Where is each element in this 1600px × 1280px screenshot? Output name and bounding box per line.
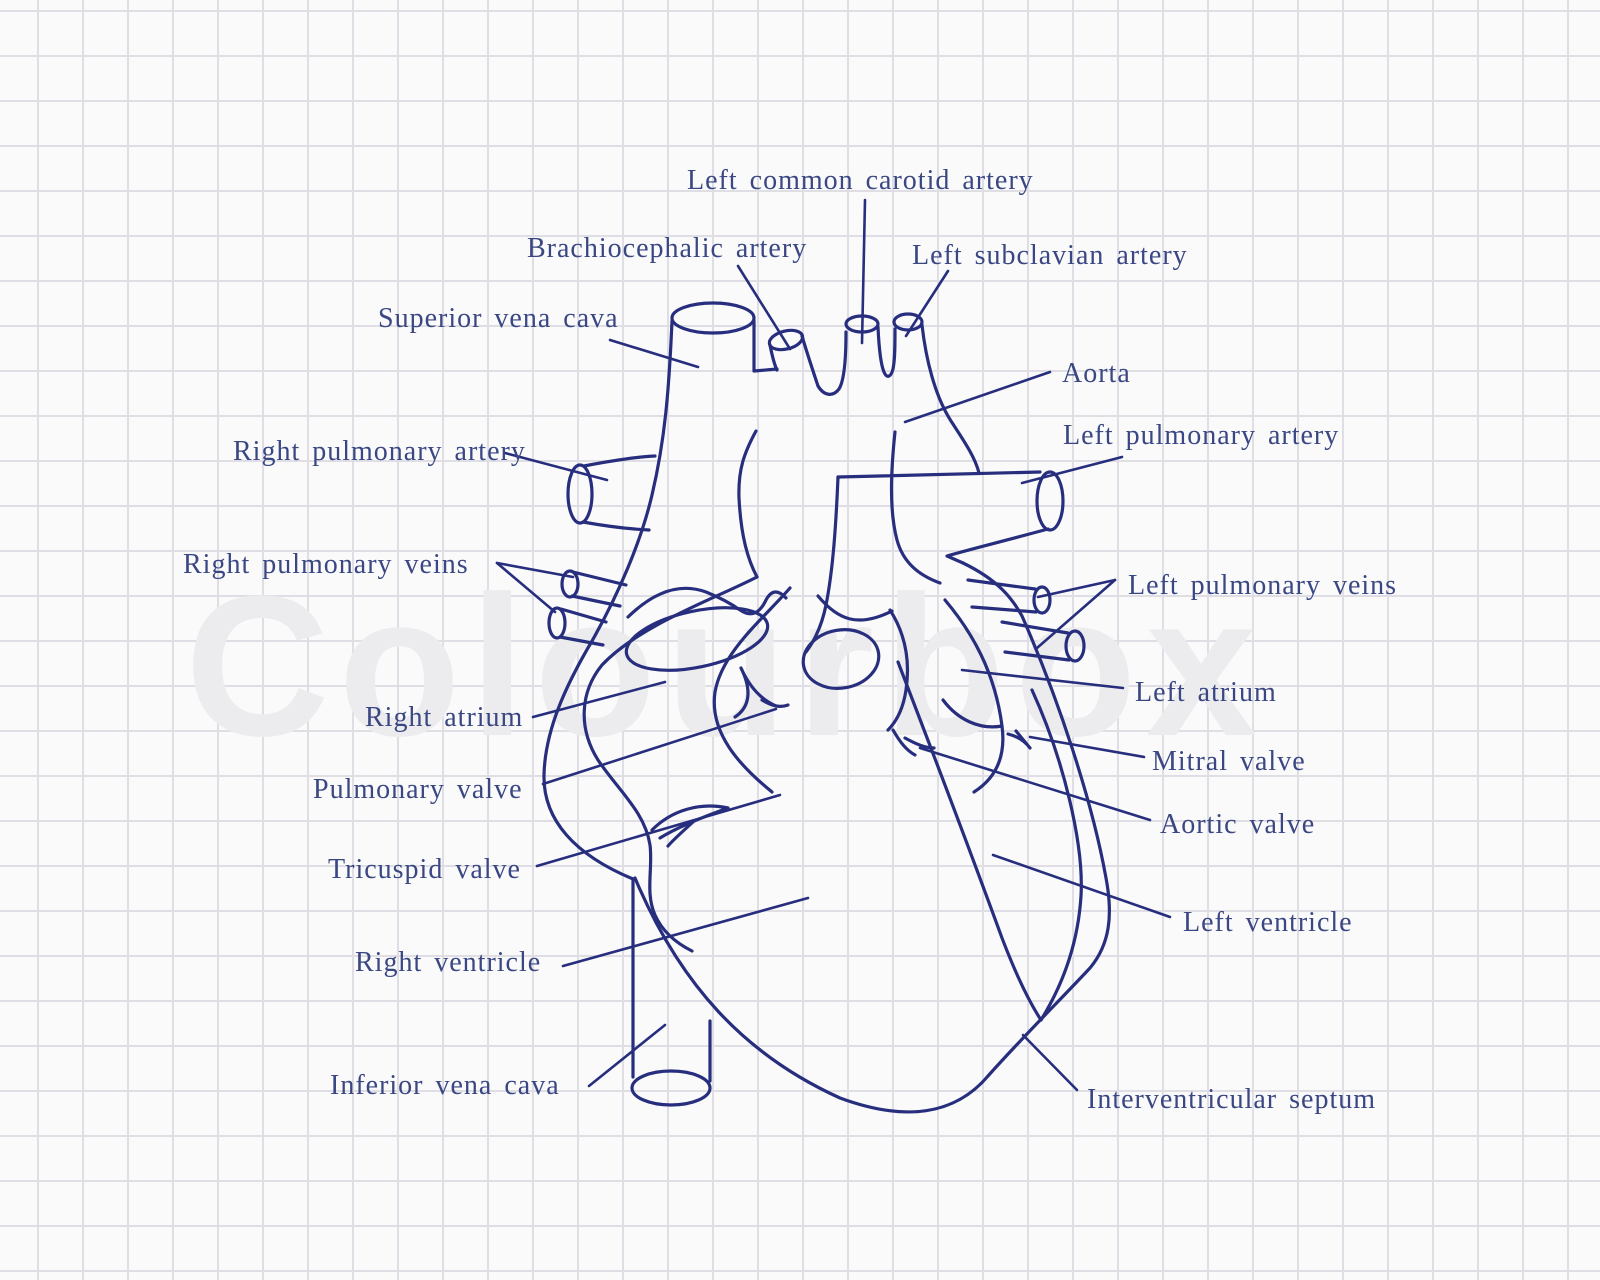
leader-right-atrium: [531, 680, 667, 719]
aortic-arch-outer-wall: [920, 323, 981, 475]
brachiocephalic-left-wall: [768, 343, 779, 372]
leader-lines: [495, 198, 1172, 1092]
label-left-pulmonary-artery: Left pulmonary artery: [1063, 420, 1339, 451]
svc-right-wall: [752, 319, 779, 373]
lpv-upper-walls: [966, 578, 1038, 614]
label-left-subclavian-artery: Left subclavian artery: [912, 240, 1188, 271]
pulmonary-valve-leaflets: [733, 666, 790, 719]
rpa-bottom-wall: [581, 520, 651, 532]
label-left-atrium: Left atrium: [1135, 677, 1277, 708]
labels: Left common carotid artery Brachiocephal…: [183, 165, 1397, 1115]
left-atrium-arc: [816, 594, 894, 622]
svc-left-wall: [590, 319, 674, 643]
watermark-text: Colourbox: [185, 555, 1266, 778]
label-pulmonary-valve: Pulmonary valve: [313, 774, 523, 805]
rpv-lower-ellipse: [547, 606, 567, 640]
aortic-valve-leaflets: [891, 728, 936, 757]
label-superior-vena-cava: Superior vena cava: [378, 303, 619, 334]
lpv-lower-ellipse: [1064, 629, 1086, 663]
rpv-upper-ellipse: [560, 569, 580, 599]
leader-superior-vena-cava: [608, 338, 700, 369]
label-left-pulmonary-veins: Left pulmonary veins: [1128, 570, 1397, 601]
label-brachiocephalic-artery: Brachiocephalic artery: [527, 233, 807, 264]
leader-aortic-valve: [918, 746, 1152, 822]
leader-right-pulmonary-veins-upper: [495, 561, 575, 579]
aorta-root-left-curve: [582, 575, 759, 953]
leader-mitral-valve: [1028, 735, 1146, 759]
aorta-root-right-curve: [712, 586, 792, 794]
rpv-lower-walls: [558, 607, 608, 647]
label-interventricular-septum: Interventricular septum: [1087, 1084, 1376, 1115]
ivc-bottom-ellipse: [630, 1069, 712, 1107]
svc-mouth-ellipse: [670, 301, 756, 335]
left-atrium-right-wall: [943, 598, 1005, 794]
trunk-left-wall: [804, 475, 840, 654]
heart-line-art: [542, 301, 1112, 1114]
rpv-upper-walls: [570, 570, 628, 608]
left-atrium-opening: [801, 628, 881, 690]
leader-tricuspid-valve: [535, 793, 782, 868]
trunk-right-wall: [889, 430, 942, 585]
left-atrium-inner-wall: [886, 608, 910, 732]
label-right-pulmonary-artery: Right pulmonary artery: [233, 436, 526, 467]
rpa-end-ellipse: [566, 463, 594, 525]
leader-left-atrium: [960, 668, 1125, 690]
aortic-arch-inner-wall: [737, 429, 759, 579]
leader-right-pulmonary-veins-lower: [495, 561, 557, 614]
lpa-top-wall: [836, 470, 1042, 479]
label-aortic-valve: Aortic valve: [1160, 809, 1315, 840]
leader-left-subclavian-artery: [904, 269, 950, 338]
leader-aorta: [903, 370, 1052, 424]
label-right-atrium: Right atrium: [365, 702, 523, 733]
atria-top-wall: [626, 586, 788, 619]
leader-right-pulmonary-artery: [503, 451, 609, 482]
leader-left-ventricle: [991, 853, 1172, 919]
mitral-valve-leaflets: [941, 698, 1032, 750]
leader-brachiocephalic-artery: [736, 264, 792, 351]
lpa-end-ellipse: [1035, 470, 1065, 532]
ventricle-outer-wall: [633, 561, 1112, 1114]
leader-right-ventricle: [561, 896, 810, 968]
septum-wall: [896, 660, 1043, 1022]
label-aorta: Aorta: [1062, 358, 1131, 389]
carotid-right-wall: [876, 325, 897, 378]
label-mitral-valve: Mitral valve: [1152, 746, 1306, 777]
lv-inner-wall: [1030, 688, 1083, 1022]
label-right-pulmonary-veins: Right pulmonary veins: [183, 549, 469, 580]
lpv-upper-ellipse: [1032, 585, 1052, 615]
label-right-ventricle: Right ventricle: [355, 947, 541, 978]
brachiocephalic-right-wall: [800, 330, 848, 396]
subclavian-mouth-ellipse: [892, 312, 924, 332]
right-atrium-outer-wall: [542, 639, 635, 881]
leader-interventricular-septum: [1021, 1033, 1079, 1092]
lpa-bottom-wall: [945, 527, 1050, 565]
leader-left-pulmonary-veins-upper: [1036, 578, 1117, 599]
tricuspid-valve-leaflets: [650, 804, 730, 848]
brachiocephalic-mouth-ellipse: [767, 328, 805, 352]
label-tricuspid-valve: Tricuspid valve: [328, 854, 521, 885]
leader-inferior-vena-cava: [587, 1023, 667, 1088]
label-left-ventricle: Left ventricle: [1183, 907, 1353, 938]
right-atrium-opening: [624, 606, 770, 672]
leader-left-pulmonary-veins-lower: [1035, 578, 1117, 650]
leader-left-common-carotid-artery: [860, 198, 867, 345]
label-left-common-carotid-artery: Left common carotid artery: [687, 165, 1034, 196]
leader-pulmonary-valve: [541, 707, 778, 786]
rpa-top-wall: [582, 454, 657, 468]
leader-left-pulmonary-artery: [1020, 455, 1124, 485]
label-inferior-vena-cava: Inferior vena cava: [330, 1070, 560, 1101]
